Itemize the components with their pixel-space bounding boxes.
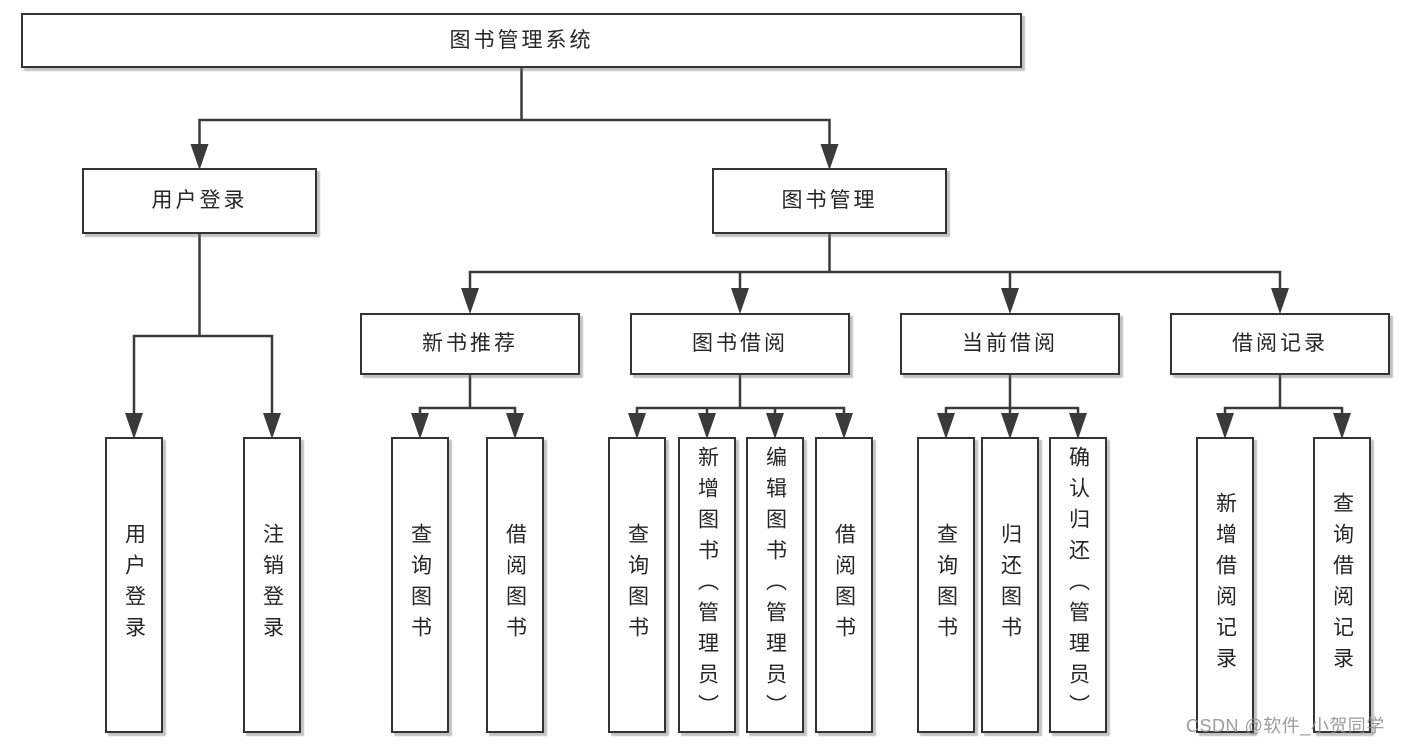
leaf-edit-books-admin: 编辑图书（管理员） — [746, 437, 804, 733]
node-root: 图书管理系统 — [21, 13, 1022, 68]
leaf-recommend-query-books: 查询图书 — [391, 437, 449, 733]
node-new-book-recommendation: 新书推荐 — [360, 313, 580, 375]
leaf-user-login-label: 用户登录 — [122, 523, 146, 647]
leaf-recommend-borrow-books: 借阅图书 — [486, 437, 544, 733]
node-book-borrowing: 图书借阅 — [630, 313, 850, 375]
leaf-borrow-query-books: 查询图书 — [608, 437, 666, 733]
leaf-recommend-query-books-label: 查询图书 — [408, 523, 432, 647]
leaf-add-borrow-record: 新增借阅记录 — [1196, 437, 1254, 733]
arrowhead-icons — [125, 144, 1351, 439]
leaf-borrow-books: 借阅图书 — [815, 437, 873, 733]
leaf-return-books: 归还图书 — [981, 437, 1039, 733]
leaf-borrow-query-books-label: 查询图书 — [625, 523, 649, 647]
leaf-user-login: 用户登录 — [105, 437, 163, 733]
leaf-confirm-return-admin: 确认归还（管理员） — [1049, 437, 1107, 733]
leaf-current-query-books-label: 查询图书 — [934, 523, 958, 647]
leaf-return-books-label: 归还图书 — [998, 523, 1022, 647]
leaf-recommend-borrow-books-label: 借阅图书 — [503, 523, 527, 647]
leaf-logout: 注销登录 — [243, 437, 301, 733]
node-user-login-label: 用户登录 — [151, 189, 248, 213]
leaf-add-borrow-record-label: 新增借阅记录 — [1213, 492, 1237, 678]
leaf-current-query-books: 查询图书 — [917, 437, 975, 733]
node-user-login: 用户登录 — [82, 168, 317, 234]
leaf-edit-books-admin-label: 编辑图书（管理员） — [763, 445, 787, 725]
node-root-label: 图书管理系统 — [449, 28, 594, 52]
node-borrowing-records: 借阅记录 — [1170, 313, 1390, 375]
leaf-add-books-admin: 新增图书（管理员） — [678, 437, 736, 733]
node-book-management: 图书管理 — [712, 168, 947, 234]
leaf-query-borrow-record: 查询借阅记录 — [1313, 437, 1371, 733]
leaf-logout-label: 注销登录 — [260, 523, 284, 647]
node-current-borrowing-label: 当前借阅 — [962, 332, 1058, 356]
connector-wires — [132, 68, 1344, 415]
watermark: CSDN @软件_小贺同学 — [1186, 716, 1385, 736]
node-current-borrowing: 当前借阅 — [900, 313, 1120, 375]
node-book-borrowing-label: 图书借阅 — [692, 332, 788, 356]
leaf-add-books-admin-label: 新增图书（管理员） — [695, 445, 719, 725]
leaf-confirm-return-admin-label: 确认归还（管理员） — [1066, 445, 1090, 725]
node-borrowing-records-label: 借阅记录 — [1232, 332, 1328, 356]
leaf-query-borrow-record-label: 查询借阅记录 — [1330, 492, 1354, 678]
node-new-book-recommendation-label: 新书推荐 — [422, 332, 518, 356]
node-book-management-label: 图书管理 — [781, 189, 878, 213]
leaf-borrow-books-label: 借阅图书 — [832, 523, 856, 647]
